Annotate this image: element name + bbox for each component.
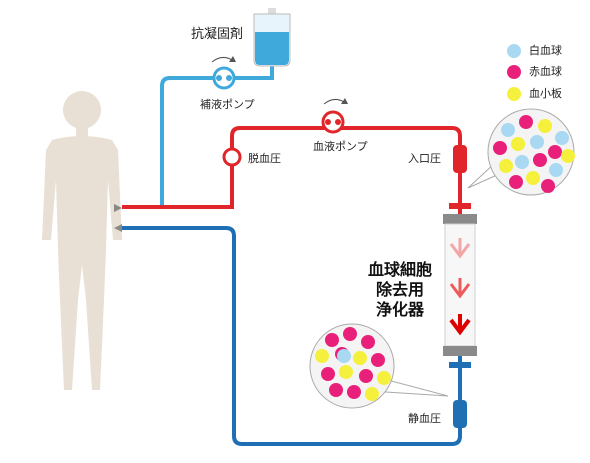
red-blood-cell <box>347 385 361 399</box>
legend-dot-platelet <box>507 87 521 101</box>
replacement-pump <box>211 56 236 90</box>
white-blood-cell <box>530 135 544 149</box>
label-outflow-pressure: 脱血圧 <box>248 152 281 165</box>
filter-title-line-3: 浄化器 <box>375 300 424 319</box>
platelet <box>526 171 540 185</box>
anticoagulant-bag <box>253 8 291 67</box>
label-anticoagulant: 抗凝固剤 <box>191 27 244 42</box>
red-blood-cell <box>325 333 339 347</box>
red-blood-cell <box>371 353 385 367</box>
platelet <box>538 119 552 133</box>
arterial-line <box>122 126 462 215</box>
outflow-pressure-gauge <box>222 147 242 167</box>
red-blood-cell <box>533 153 547 167</box>
white-blood-cell <box>337 349 351 363</box>
platelet <box>377 371 391 385</box>
legend-dot-rbc <box>507 65 521 79</box>
red-blood-cell <box>541 179 555 193</box>
white-blood-cell <box>501 123 515 137</box>
legend-dot-wbc <box>507 44 521 58</box>
white-blood-cell <box>555 131 569 145</box>
red-blood-cell <box>329 383 343 397</box>
venous-line <box>122 226 462 446</box>
platelet <box>561 149 575 163</box>
return-port-marker <box>114 224 122 232</box>
filter-title-line-1: 血球細胞 <box>367 260 432 279</box>
filter-title-line-2: 除去用 <box>375 280 424 299</box>
blood-pump <box>321 98 348 134</box>
legend-label-wbc: 白血球 <box>529 44 562 57</box>
red-blood-cell <box>493 141 507 155</box>
white-blood-cell <box>515 155 529 169</box>
red-blood-cell <box>519 115 533 129</box>
red-blood-cell <box>361 335 375 349</box>
red-blood-cell <box>343 327 357 341</box>
white-blood-cell <box>549 163 563 177</box>
filter-column <box>443 214 477 356</box>
red-blood-cell <box>548 145 562 159</box>
platelet <box>499 159 513 173</box>
platelet <box>339 365 353 379</box>
red-blood-cell <box>321 367 335 381</box>
label-blood-pump: 血液ポンプ <box>313 140 368 153</box>
inlet-pressure-chamber <box>453 145 467 173</box>
human-body-figure <box>42 91 122 390</box>
label-replacement-pump: 補液ポンプ <box>200 98 255 111</box>
legend-label-platelet: 血小板 <box>529 87 562 100</box>
cells-bottom <box>315 327 391 401</box>
label-inlet-pressure: 入口圧 <box>408 152 441 165</box>
venous-pressure-chamber <box>453 400 467 428</box>
platelet <box>315 349 329 363</box>
legend-label-rbc: 赤血球 <box>529 65 562 78</box>
cells-top <box>493 115 575 193</box>
outflow-port-marker <box>114 204 122 212</box>
platelet <box>365 387 379 401</box>
red-blood-cell <box>509 175 523 189</box>
platelet <box>353 351 367 365</box>
label-venous-pressure: 静血圧 <box>408 412 441 425</box>
replacement-fluid-line <box>160 64 274 206</box>
platelet <box>511 137 525 151</box>
red-blood-cell <box>359 369 373 383</box>
